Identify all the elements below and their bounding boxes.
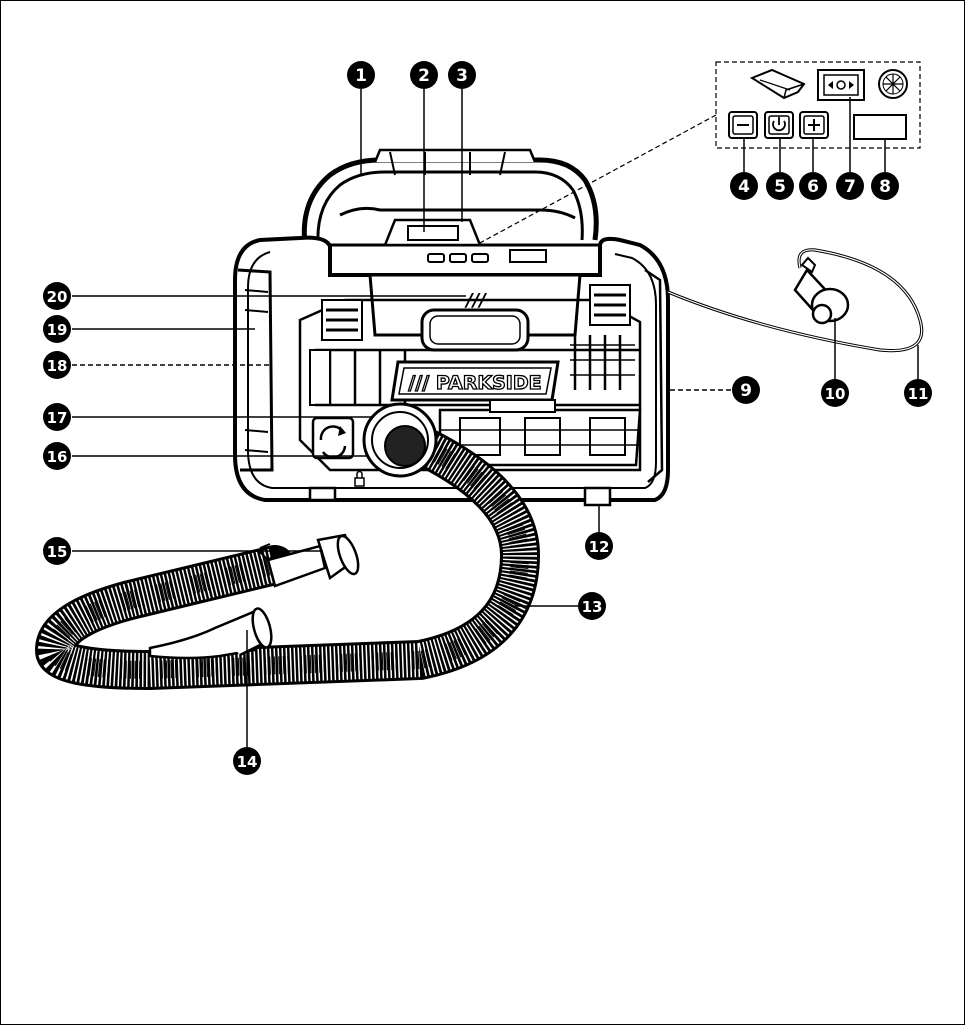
callout-13: 13: [578, 592, 606, 620]
control-panel-inset: [715, 61, 921, 149]
callout-number: 15: [47, 543, 68, 561]
callout-number: 11: [908, 385, 929, 403]
callout-circle: [233, 747, 261, 775]
callout-number: 8: [879, 177, 891, 197]
callout-4: 4: [730, 172, 758, 200]
nozzle-large: [257, 533, 360, 588]
callout-circle: [871, 172, 899, 200]
fan-icon: [878, 69, 908, 99]
callout-circle: [578, 592, 606, 620]
callout-19: 19: [43, 315, 71, 343]
callout-17: 17: [43, 403, 71, 431]
callout-5: 5: [766, 172, 794, 200]
callout-2: 2: [410, 61, 438, 89]
battery-icon: [749, 68, 806, 100]
power-button-icon: [764, 111, 794, 139]
callout-number: 19: [47, 321, 68, 339]
vent-right: [589, 284, 631, 326]
device-housing: [233, 235, 670, 507]
callout-16: 16: [43, 442, 71, 470]
display-window: [853, 114, 907, 140]
callout-circle: [347, 61, 375, 89]
callout-8: 8: [871, 172, 899, 200]
callout-circle: [43, 442, 71, 470]
plus-button-icon: [799, 111, 829, 139]
brand-plate: [390, 360, 560, 402]
top-panel: [323, 218, 607, 277]
callout-18: 18: [43, 351, 71, 379]
callout-15: 15: [43, 537, 71, 565]
callout-number: 14: [237, 753, 258, 771]
foot: [583, 486, 612, 507]
callout-circle: [43, 351, 71, 379]
callout-11: 11: [904, 379, 932, 407]
callout-number: 9: [740, 381, 752, 401]
callout-number: 7: [844, 177, 856, 197]
carry-handle: [301, 148, 599, 246]
callout-number: 12: [589, 538, 610, 556]
callout-20: 20: [43, 282, 71, 310]
stripe-mark: ///: [464, 290, 487, 311]
pressure-hose: [667, 248, 924, 353]
mode-indicator-icon: [817, 69, 865, 101]
callout-number: 18: [47, 357, 68, 375]
callout-1: 1: [347, 61, 375, 89]
callout-number: 5: [774, 177, 786, 197]
callout-number: 4: [738, 177, 750, 197]
callout-number: 10: [825, 385, 846, 403]
callout-14: 14: [233, 747, 261, 775]
brand-label: /// PARKSIDE: [408, 372, 541, 394]
callout-6: 6: [799, 172, 827, 200]
minus-button-icon: [728, 111, 758, 139]
callout-number: 17: [47, 409, 68, 427]
callout-number: 20: [47, 288, 68, 306]
callout-circle: [585, 532, 613, 560]
callout-number: 3: [456, 66, 468, 86]
callout-circle: [43, 315, 71, 343]
callout-circle: [448, 61, 476, 89]
callout-number: 13: [582, 598, 603, 616]
callout-circle: [836, 172, 864, 200]
callout-number: 16: [47, 448, 68, 466]
air-hose: [34, 402, 541, 691]
padlock-icon: [354, 470, 365, 487]
callout-7: 7: [836, 172, 864, 200]
vent-left: [321, 299, 363, 341]
callout-number: 1: [355, 66, 367, 86]
callout-number: 2: [418, 66, 430, 86]
leader-lines: [72, 89, 919, 748]
callout-circle: [410, 61, 438, 89]
callout-circle: [730, 172, 758, 200]
callout-circle: [43, 537, 71, 565]
callout-number: 6: [807, 177, 819, 197]
callout-circle: [821, 379, 849, 407]
callout-circle: [766, 172, 794, 200]
callout-circle: [43, 403, 71, 431]
callout-12: 12: [585, 532, 613, 560]
callout-circle: [732, 376, 760, 404]
callout-3: 3: [448, 61, 476, 89]
inset-leader-line: [477, 114, 717, 245]
callout-9: 9: [732, 376, 760, 404]
swap-arrows-icon: [311, 416, 355, 460]
nozzle-flat: [148, 607, 273, 660]
callout-circle: [799, 172, 827, 200]
callout-circle: [904, 379, 932, 407]
callout-10: 10: [821, 379, 849, 407]
callout-circle: [43, 282, 71, 310]
